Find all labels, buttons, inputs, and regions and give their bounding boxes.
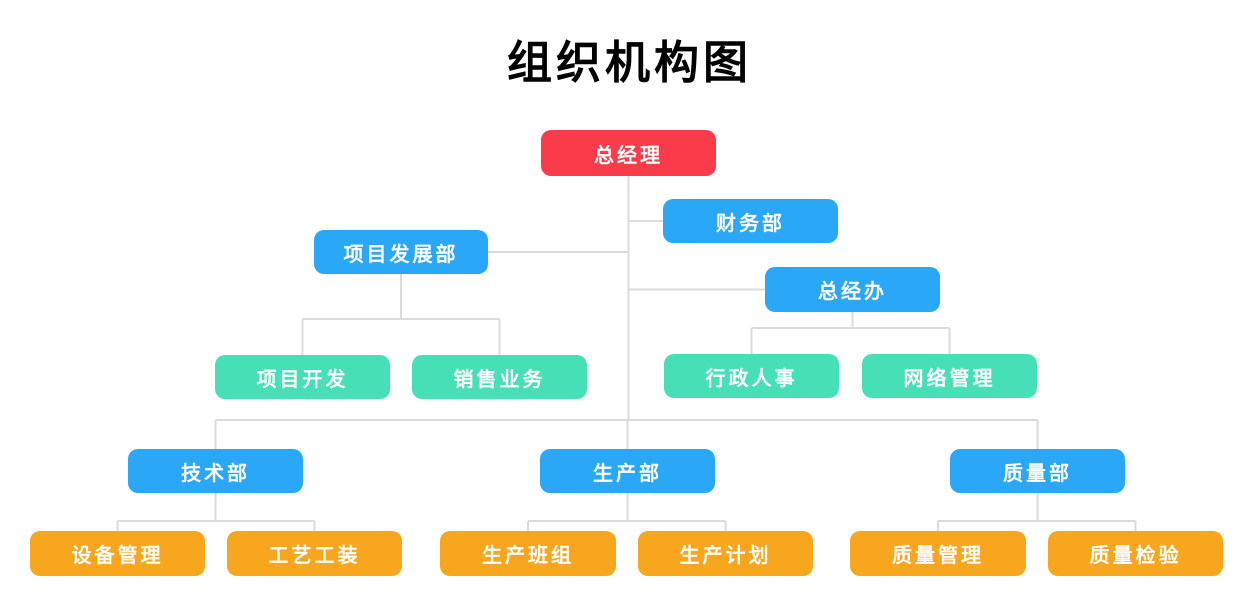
org-node-quality-management: 质量管理	[850, 531, 1026, 576]
org-node-general-manager: 总经理	[541, 130, 716, 176]
org-node-network-management: 网络管理	[862, 354, 1037, 398]
org-node-process-tooling: 工艺工装	[227, 531, 402, 576]
org-node-project-development: 项目开发	[215, 355, 390, 399]
org-node-quality-inspection: 质量检验	[1048, 531, 1223, 576]
org-node-finance-dept: 财务部	[663, 199, 838, 243]
org-node-production-team: 生产班组	[440, 531, 616, 576]
org-node-gm-office: 总经办	[765, 267, 940, 312]
connector-path	[116, 176, 1137, 531]
org-node-quality-dept: 质量部	[950, 449, 1125, 493]
org-node-admin-hr: 行政人事	[664, 354, 839, 398]
chart-title: 组织机构图	[506, 37, 752, 88]
org-node-production-planning: 生产计划	[638, 531, 813, 576]
org-node-sales-business: 销售业务	[412, 355, 587, 399]
org-node-production-dept: 生产部	[540, 449, 715, 493]
org-node-equipment-management: 设备管理	[30, 531, 205, 576]
org-node-technology-dept: 技术部	[128, 449, 303, 493]
org-node-project-dev-dept: 项目发展部	[314, 230, 488, 274]
